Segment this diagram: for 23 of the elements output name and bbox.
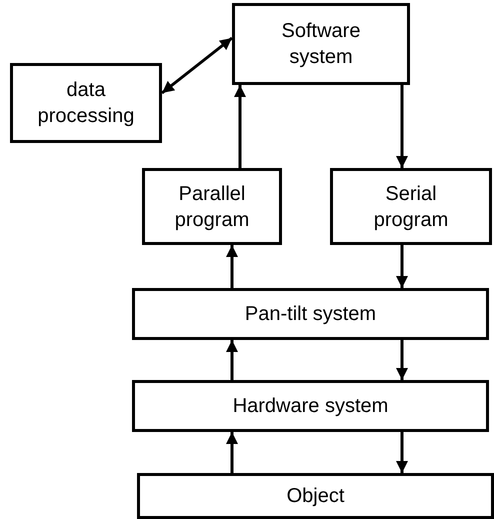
box-label: Pan-tilt system [244, 302, 376, 327]
arrow [161, 36, 233, 94]
box-label: Object [286, 484, 344, 509]
arrow [396, 340, 408, 380]
process-box [132, 380, 489, 432]
box-label: Serial program [372, 182, 450, 232]
box-label: data processing [36, 78, 136, 129]
process-box [10, 63, 162, 143]
process-box [142, 168, 282, 245]
box-label: Software system [280, 19, 362, 70]
arrow [396, 85, 408, 168]
process-box [132, 288, 489, 340]
box-label: Hardware system [232, 394, 388, 419]
box-label: Parallel program [174, 182, 250, 232]
arrow [234, 85, 246, 168]
process-box [232, 3, 410, 85]
process-box [137, 473, 494, 519]
arrow [226, 340, 238, 380]
arrow [396, 245, 408, 288]
arrow [396, 432, 408, 473]
arrow [226, 245, 238, 288]
process-box [330, 168, 492, 245]
arrow [226, 432, 238, 473]
